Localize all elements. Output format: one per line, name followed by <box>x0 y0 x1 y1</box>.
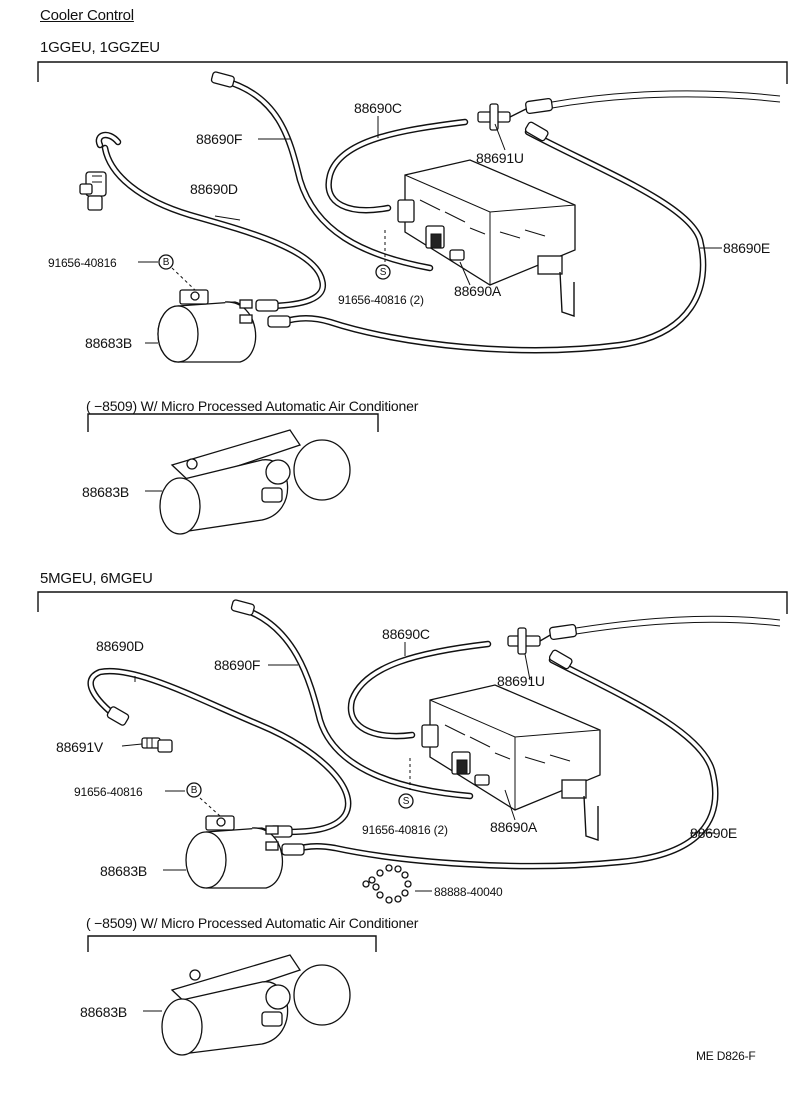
hose-88690E-1 <box>267 121 707 354</box>
label-88691U-2: 88691U <box>497 673 545 689</box>
control-module-2 <box>421 684 601 841</box>
label-88690D-1: 88690D <box>190 181 238 197</box>
page-title: Cooler Control <box>40 7 134 24</box>
section-2-bracket <box>37 591 788 614</box>
tee-88691U-1 <box>477 90 781 131</box>
label-88690E-1: 88690E <box>723 240 771 256</box>
vsv-variant-2 <box>161 954 351 1056</box>
symbol-b-1: B <box>162 257 170 268</box>
section-2-header: 5MGEU, 6MGEU <box>40 570 153 587</box>
footer-code: ME D826-F <box>696 1049 756 1063</box>
tee-88691U-2 <box>507 615 781 655</box>
label-88683B-1: 88683B <box>85 335 133 351</box>
label-88690C-1: 88690C <box>354 100 402 116</box>
label-bolt-s-2: 91656-40816 (2) <box>362 823 448 837</box>
section-1-artwork <box>37 61 788 535</box>
label-88690E-2: 88690E <box>690 825 738 841</box>
hose-88690E-2 <box>281 649 719 870</box>
label-bolt-b-1: 91656-40816 <box>48 256 117 270</box>
symbol-s-2: S <box>402 796 410 807</box>
sub-note-2: ( −8509) W/ Micro Processed Automatic Ai… <box>86 915 419 931</box>
sensor-connector-1 <box>79 131 122 211</box>
label-88690A-1: 88690A <box>454 283 502 299</box>
circled-symbols <box>158 254 414 809</box>
label-88690A-2: 88690A <box>490 819 538 835</box>
symbol-s-1: S <box>379 267 387 278</box>
vsv-88683B-1 <box>157 289 257 363</box>
label-88683B-2: 88683B <box>100 863 148 879</box>
hose-88690D-1 <box>101 144 327 312</box>
label-bolt-s-1: 91656-40816 (2) <box>338 293 424 307</box>
section-2-sub-bracket <box>87 935 377 952</box>
vsv-variant-1 <box>159 429 351 535</box>
label-88690F-1: 88690F <box>196 131 243 147</box>
valve-88691V-2 <box>141 737 173 753</box>
leader-lines <box>121 116 722 1012</box>
clamp-88888-40040-2 <box>362 864 412 904</box>
bolt-b-leader-1 <box>171 267 196 291</box>
hose-88690F-2 <box>230 599 474 800</box>
label-88691V-2: 88691V <box>56 739 104 755</box>
section-1-bracket <box>37 61 788 84</box>
hose-88690C-2 <box>347 640 492 740</box>
section-2-artwork <box>37 591 788 1056</box>
bolt-b-leader-2 <box>199 797 221 817</box>
label-88683B-variant-1: 88683B <box>82 484 130 500</box>
label-88683B-variant-2: 88683B <box>80 1004 128 1020</box>
section-1-header: 1GGEU, 1GGZEU <box>40 39 160 56</box>
hose-88690D-2 <box>87 667 352 838</box>
label-88690D-2: 88690D <box>96 638 144 654</box>
hose-88690C-1 <box>325 118 469 214</box>
label-clamp-2: 88888-40040 <box>434 885 503 899</box>
section-1-sub-bracket <box>87 413 379 432</box>
vsv-88683B-2 <box>185 815 283 889</box>
label-88690F-2: 88690F <box>214 657 261 673</box>
hose-88690F-1 <box>210 71 434 272</box>
control-module-1 <box>397 159 576 317</box>
label-88691U-1: 88691U <box>476 150 524 166</box>
symbol-b-2: B <box>190 785 198 796</box>
label-88690C-2: 88690C <box>382 626 430 642</box>
label-bolt-b-2: 91656-40816 <box>74 785 143 799</box>
sub-note-1: ( −8509) W/ Micro Processed Automatic Ai… <box>86 398 419 414</box>
